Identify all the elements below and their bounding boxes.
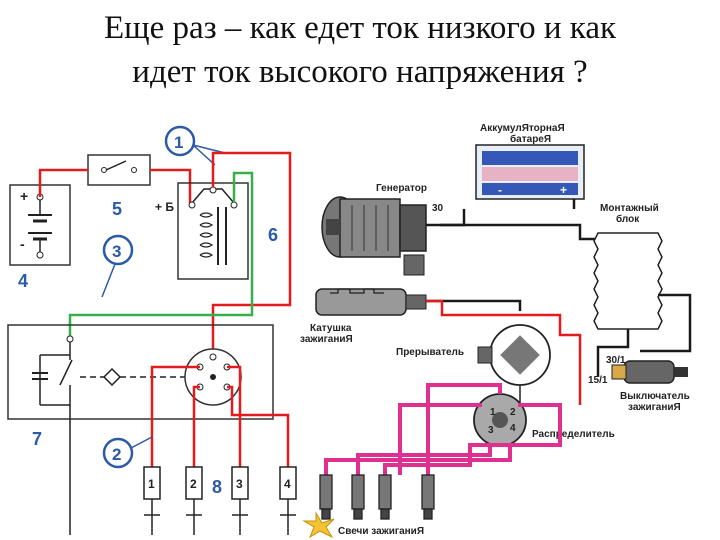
switch-30-1: 30/1: [606, 355, 626, 366]
battery-minus: -: [498, 183, 502, 197]
ignition-diagram: + - 4 5 + Б 6 1 3: [7, 123, 692, 539]
plug-4: 4: [279, 466, 297, 535]
generator: [321, 196, 427, 276]
svg-text:2: 2: [510, 407, 516, 418]
terminal-30: 30: [432, 203, 444, 214]
high-voltage-wires: [324, 383, 562, 475]
switch-box: [87, 154, 151, 186]
label-6: 6: [268, 225, 278, 245]
label-1: 1: [174, 133, 183, 152]
slide-title: Еще раз – как едет ток низкого и как иде…: [0, 6, 720, 94]
right-drawing: АккумулЯторнаЯ батареЯ - + Генератор 30 …: [300, 123, 692, 539]
callout-1: [164, 125, 196, 157]
label-3: 3: [112, 242, 121, 261]
plug-2: 2: [185, 466, 203, 535]
spark-icon: [302, 511, 335, 539]
plug-3: 3: [231, 466, 249, 535]
mount-block-label-2: блок: [616, 213, 640, 225]
switch-label-1: Выключатель: [620, 391, 690, 402]
left-schematic: + - 4 5 + Б 6 1 3: [7, 125, 297, 535]
battery-label-1: АккумулЯторнаЯ: [480, 123, 565, 134]
svg-text:1: 1: [148, 477, 155, 491]
mount-block: [593, 232, 663, 330]
svg-text:2: 2: [190, 477, 197, 491]
spark-plugs: [319, 474, 435, 520]
ignition-switch: [611, 360, 688, 384]
coil-box: [177, 182, 249, 280]
battery-label-2: батареЯ: [510, 133, 551, 145]
distributor-label: Распределитель: [532, 429, 615, 440]
battery-plus-sign: +: [20, 188, 28, 204]
generator-label: Генератор: [376, 183, 427, 194]
callout-2: [102, 437, 134, 469]
coil-label-1: Катушка: [310, 323, 352, 334]
label-4: 4: [18, 271, 28, 291]
battery-plus: +: [560, 183, 567, 197]
coil-label-2: зажиганиЯ: [300, 334, 353, 345]
svg-text:3: 3: [488, 425, 494, 436]
label-2: 2: [112, 445, 121, 464]
svg-text:3: 3: [236, 477, 243, 491]
svg-text:1: 1: [490, 407, 496, 418]
svg-text:4: 4: [284, 477, 291, 491]
svg-text:4: 4: [510, 423, 516, 434]
distributor-box: [7, 324, 274, 420]
plugs-label: Свечи зажиганиЯ: [338, 526, 424, 537]
breaker-label: Прерыватель: [396, 347, 464, 358]
plug-1: 1: [143, 466, 161, 535]
switch-15-1: 15/1: [588, 375, 608, 386]
distributor: [473, 393, 527, 447]
breaker: [477, 324, 551, 405]
label-5: 5: [112, 199, 122, 219]
ignition-coil: [315, 288, 427, 316]
switch-label-2: зажиганиЯ: [628, 402, 681, 413]
mount-block-label-1: Монтажный: [600, 203, 659, 214]
plus-b-label: + Б: [155, 200, 174, 214]
battery-minus-sign: -: [20, 236, 25, 252]
label-8: 8: [212, 477, 222, 497]
title-line-2: идет ток высокого напряжения ?: [132, 54, 588, 90]
label-7: 7: [32, 429, 42, 449]
title-line-1: Еще раз – как едет ток низкого и как: [104, 10, 616, 46]
callout-3: [102, 234, 134, 266]
